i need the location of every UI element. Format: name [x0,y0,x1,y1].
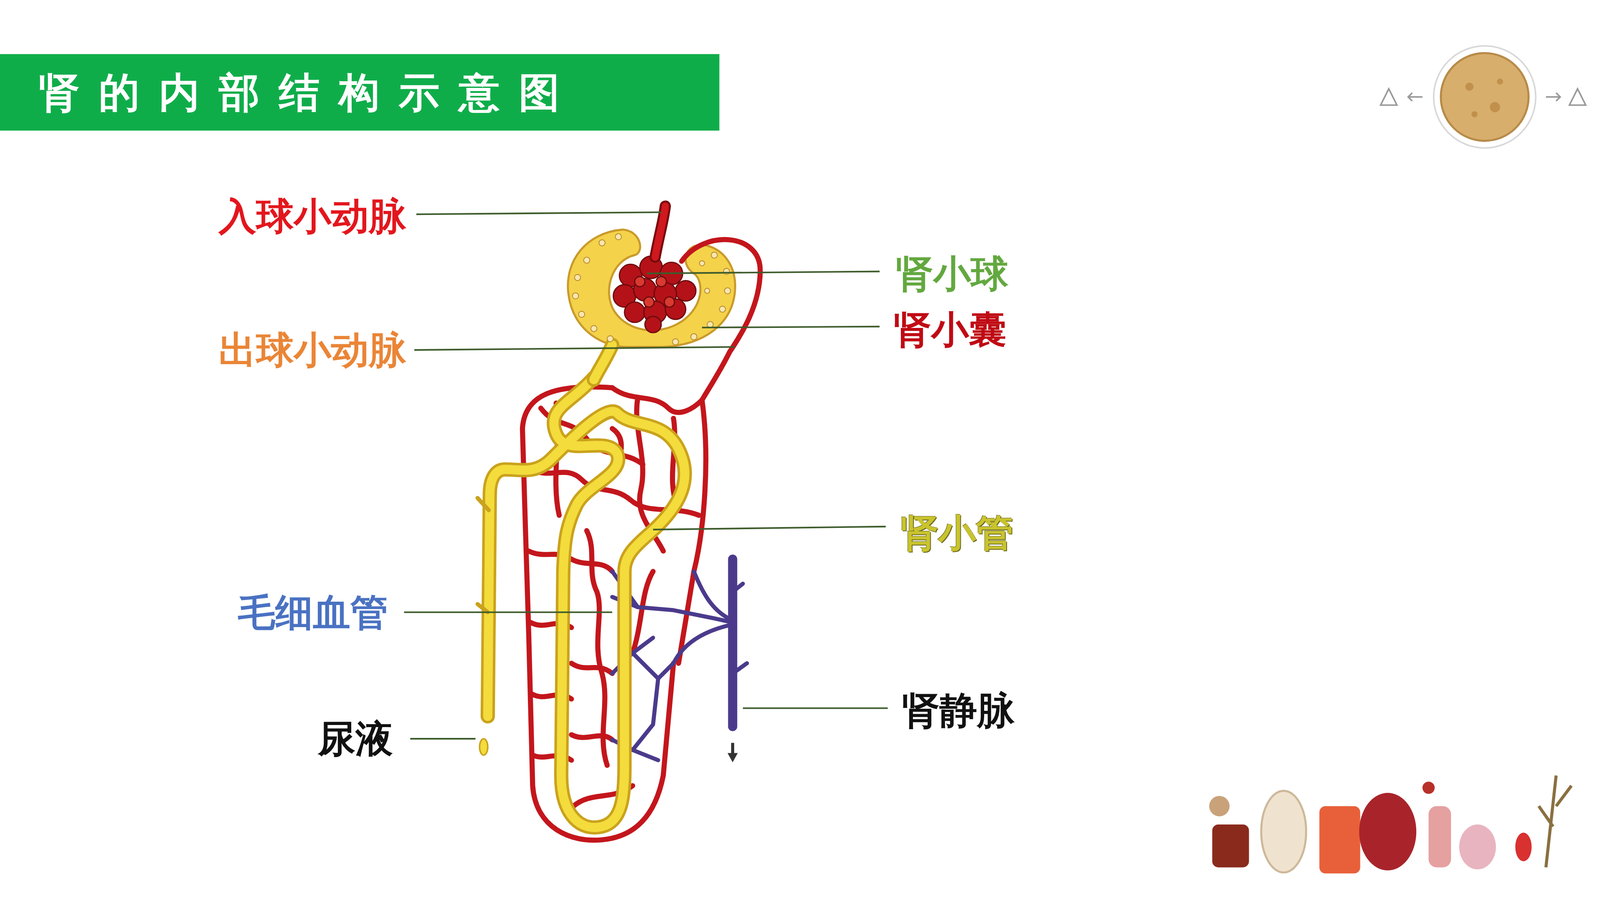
nav-ornament [1380,45,1586,148]
glomerulus [613,256,696,333]
food-ornament [1209,775,1572,874]
title-band [0,54,720,131]
part-label: 尿液 [317,717,393,761]
renal-vein-branch [732,583,747,674]
slide-title: 肾的内部结构示意图 [38,68,579,116]
efferent-arteriole [681,239,761,400]
renal-vein [727,559,738,727]
part-label: 肾小囊 [893,307,1007,352]
afferent-arteriole [655,206,665,258]
part-label: 入球小动脉 [218,194,407,238]
afferent-arteriole [655,206,665,258]
part-label: 肾小球 [895,252,1009,296]
part-label: 肾静脉 [902,688,1015,733]
flow-arrowhead [727,752,738,763]
urine-drop [479,738,488,755]
part-label: 肾小管 [900,511,1014,555]
part-label: 毛细血管 [237,590,388,635]
leader-line [404,212,888,739]
renal-tubule [477,377,685,828]
part-label: 出球小动脉 [218,328,407,372]
